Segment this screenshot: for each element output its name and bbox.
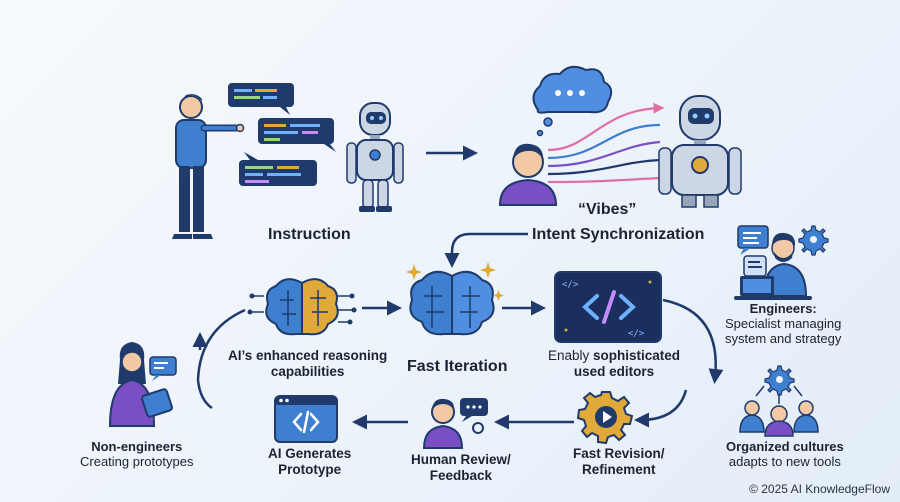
ai-reasoning-label: AI’s enhanced reasoning capabilities — [228, 348, 388, 379]
fast-revision-label: Fast Revision/ Refinement — [573, 446, 665, 477]
flow-arrow — [444, 232, 528, 268]
robot-icon — [346, 102, 404, 212]
instruction-label: Instruction — [268, 226, 351, 243]
large-robot-icon — [658, 95, 742, 208]
flow-arrow — [634, 389, 688, 428]
vibe-stream-lines — [547, 102, 665, 184]
engineer-person-icon — [734, 225, 829, 300]
fast-iteration-label: Fast Iteration — [407, 358, 508, 375]
human-reviewer-icon — [422, 398, 488, 449]
human-review-label: Human Review/ Feedback — [411, 452, 511, 483]
editors-label: Enably sophisticated used editors — [548, 348, 681, 379]
code-bubble-icon — [258, 118, 336, 152]
vibes-label: “Vibes” — [578, 201, 637, 218]
thinking-person-icon — [498, 143, 558, 206]
flow-arrow — [662, 298, 724, 384]
non-engineers-label: Non-engineers Creating prototypes — [80, 439, 194, 469]
fast-iteration-brain-icon — [406, 262, 504, 336]
organized-cultures-label: Organized cultures adapts to new tools — [726, 439, 844, 469]
code-bubble-icon — [228, 83, 294, 115]
svg-text:</>: </> — [628, 329, 645, 339]
prototype-window-icon — [274, 395, 338, 443]
ai-generates-label: AI Generates Prototype — [268, 446, 352, 477]
code-editor-icon: </> </> — [554, 271, 662, 343]
instructor-person-icon — [172, 94, 245, 239]
svg-text:</>: </> — [562, 280, 579, 290]
intent-sync-label: Intent Synchronization — [532, 226, 705, 243]
team-cultures-icon — [739, 365, 819, 437]
ai-brain-icon — [247, 278, 357, 336]
gear-play-icon — [576, 391, 634, 445]
flow-arrow — [196, 308, 246, 410]
code-bubble-icon — [239, 152, 317, 186]
non-engineer-person-icon — [108, 342, 177, 427]
engineers-label: Engineers: Specialist managing system an… — [725, 301, 842, 346]
thought-cloud-icon — [532, 65, 613, 137]
copyright-footer: © 2025 AI KnowledgeFlow — [749, 482, 890, 496]
